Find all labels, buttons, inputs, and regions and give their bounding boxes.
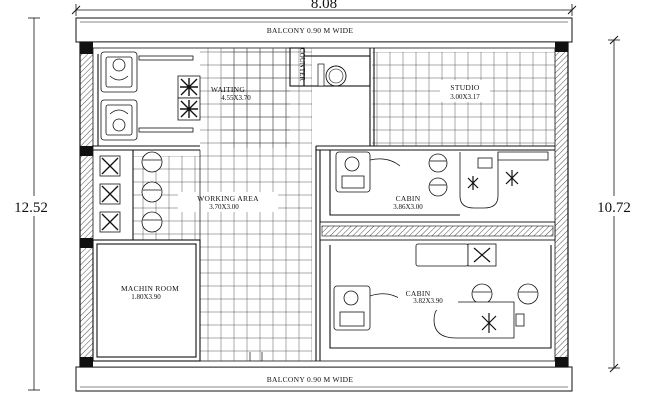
left-dimension: 12.52 — [14, 17, 48, 391]
overall-width-label: 8.08 — [311, 0, 337, 12]
lower-cabin-furniture — [333, 243, 539, 339]
upper-cabin-size: 3.86X3.00 — [393, 203, 423, 211]
interior-walls — [92, 47, 555, 362]
stool-icon — [141, 211, 163, 233]
door-marks — [199, 150, 263, 361]
sink-icon — [459, 151, 549, 209]
stool-icon — [141, 151, 163, 173]
waiting-label-group: WAITING 4.55X3.70 — [211, 85, 251, 102]
stool-icon — [141, 181, 163, 203]
working-area-name: WORKING AREA — [197, 194, 259, 203]
bottom-balcony-label: BALCONY 0.90 M WIDE — [267, 375, 354, 384]
lower-cabin-label-group: CABIN 3.82X3.90 — [398, 289, 458, 310]
salon-chair-icon — [333, 285, 403, 331]
top-dimension: 8.08 — [71, 0, 577, 16]
waiting-name: WAITING — [211, 85, 245, 94]
upper-cabin-name: CABIN — [396, 194, 421, 203]
counter: COUNTER — [298, 48, 347, 87]
studio-size: 3.00X3.17 — [450, 93, 480, 101]
lower-cabin-size: 3.82X3.90 — [413, 297, 443, 305]
waiting-size: 4.55X3.70 — [221, 94, 251, 102]
waiting-furniture — [100, 51, 201, 141]
stool-icon — [428, 153, 448, 173]
stool-icon — [428, 177, 448, 197]
bottom-balcony: BALCONY 0.90 M WIDE — [75, 366, 573, 392]
top-balcony-label: BALCONY 0.90 M WIDE — [267, 26, 354, 35]
counter-label: COUNTER — [298, 48, 306, 81]
top-balcony: BALCONY 0.90 M WIDE — [75, 17, 573, 43]
machine-room-label-group: MACHIN ROOM 1.80X3.90 — [121, 284, 179, 301]
salon-chair-icon — [335, 151, 401, 193]
sink-icon — [415, 243, 497, 267]
salon-chair-icon — [99, 211, 121, 233]
overall-height-right-label: 10.72 — [597, 200, 631, 216]
overall-height-left-label: 12.52 — [14, 200, 48, 216]
machine-room-name: MACHIN ROOM — [121, 284, 179, 293]
working-furniture — [99, 151, 163, 233]
lower-cabin-name: CABIN — [406, 289, 431, 298]
plant-icon — [177, 97, 201, 121]
right-dimension: 10.72 — [596, 35, 632, 373]
machine-room-size: 1.80X3.90 — [131, 293, 161, 301]
studio-name: STUDIO — [450, 83, 480, 92]
stool-icon — [517, 283, 539, 305]
studio-label-group: STUDIO 3.00X3.17 — [440, 80, 490, 102]
working-area-size: 3.70X3.00 — [209, 203, 239, 211]
working-label-group: WORKING AREA 3.70X3.00 — [178, 192, 278, 212]
cabin-partition — [319, 221, 556, 241]
plant-icon — [177, 75, 201, 99]
salon-chair-icon — [99, 183, 121, 205]
salon-chair-icon — [99, 155, 121, 177]
stool-icon — [471, 283, 493, 305]
sofa-chair-icon — [100, 51, 138, 93]
sofa-chair-icon — [100, 99, 138, 141]
upper-cabin-furniture — [335, 151, 549, 209]
upper-cabin-label-group: CABIN 3.86X3.00 — [393, 194, 423, 211]
